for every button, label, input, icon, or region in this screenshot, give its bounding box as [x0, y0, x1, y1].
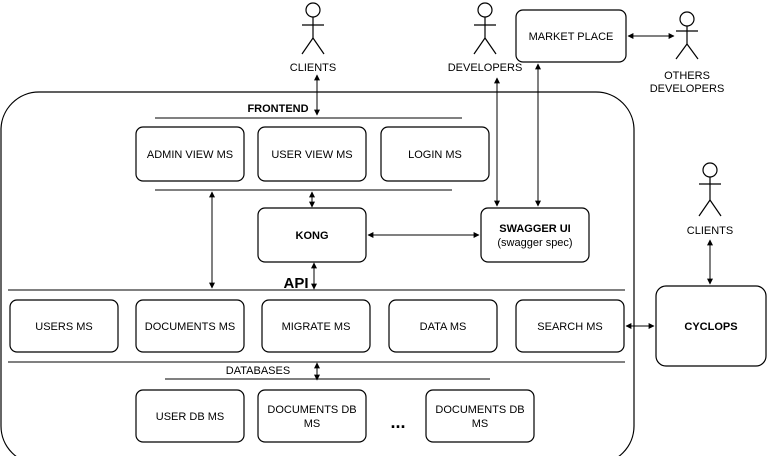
admin-view-ms-label: ADMIN VIEW MS — [147, 149, 233, 161]
user-view-ms-box — [257, 126, 367, 182]
search-ms-label: SEARCH MS — [537, 321, 602, 333]
documents-db-ms-box-1 — [257, 389, 367, 443]
clients-top-actor — [301, 2, 325, 55]
kong-box — [257, 207, 367, 263]
documents-ms-box — [135, 299, 245, 353]
user-db-ms-label: USER DB MS — [156, 411, 224, 423]
cyclops-label: CYCLOPS — [684, 321, 737, 333]
others-developers-actor — [675, 11, 699, 60]
documents-db-ms-1-label-line1: DOCUMENTS DB — [267, 404, 356, 416]
developers-label: DEVELOPERS — [448, 62, 523, 74]
cyclops-box — [655, 285, 767, 367]
swagger-ui-label: SWAGGER UI — [499, 223, 571, 235]
frontend-label: FRONTEND — [247, 103, 308, 115]
clients-right-actor — [698, 162, 722, 217]
user-db-ms-box — [135, 389, 245, 443]
login-ms-box — [380, 126, 490, 182]
users-ms-box — [9, 299, 119, 353]
documents-db-ms-box-2 — [425, 389, 535, 443]
databases-label: DATABASES — [226, 365, 290, 377]
kong-label: KONG — [296, 230, 329, 242]
clients-right-label: CLIENTS — [687, 225, 733, 237]
login-ms-label: LOGIN MS — [408, 149, 462, 161]
data-ms-box — [388, 299, 498, 353]
documents-db-ms-1-label-line2: MS — [304, 418, 321, 430]
documents-db-ms-2-label-line2: MS — [472, 418, 489, 430]
documents-db-ms-2-label-line1: DOCUMENTS DB — [435, 404, 524, 416]
market-place-box — [515, 9, 627, 63]
market-place-label: MARKET PLACE — [529, 31, 614, 43]
databases-ellipsis: ... — [390, 412, 405, 432]
migrate-ms-label: MIGRATE MS — [282, 321, 351, 333]
search-ms-box — [515, 299, 625, 353]
api-label: API — [283, 275, 308, 292]
others-developers-label-2: DEVELOPERS — [650, 83, 725, 95]
migrate-ms-box — [261, 299, 371, 353]
swagger-spec-label: (swagger spec) — [497, 237, 572, 249]
admin-view-ms-box — [135, 126, 245, 182]
swagger-ui-box — [480, 207, 590, 263]
documents-ms-label: DOCUMENTS MS — [145, 321, 235, 333]
data-ms-label: DATA MS — [420, 321, 467, 333]
developers-actor — [473, 2, 497, 55]
user-view-ms-label: USER VIEW MS — [271, 149, 352, 161]
users-ms-label: USERS MS — [35, 321, 92, 333]
others-developers-label-1: OTHERS — [664, 70, 710, 82]
clients-top-label: CLIENTS — [290, 62, 336, 74]
